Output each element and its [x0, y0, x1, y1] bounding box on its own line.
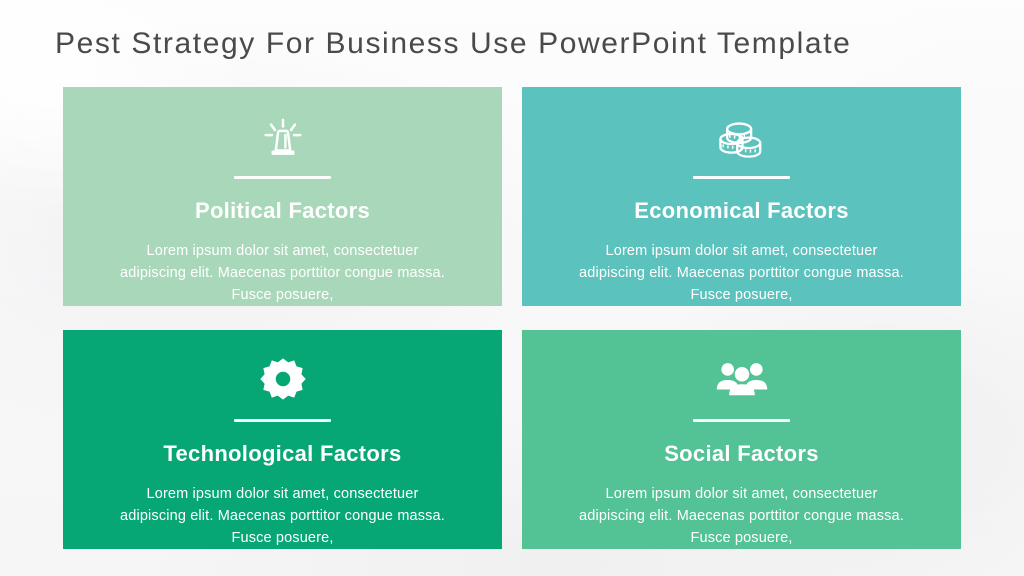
- card-body-text: Lorem ipsum dolor sit amet, consectetuer…: [120, 242, 445, 303]
- card-body-text: Lorem ipsum dolor sit amet, consectetuer…: [579, 242, 904, 303]
- card-technological-factors[interactable]: Technological Factors Lorem ipsum dolor …: [63, 330, 502, 549]
- card-economical-factors[interactable]: Economical Factors Lorem ipsum dolor sit…: [522, 87, 961, 306]
- card-heading: Technological Factors: [163, 440, 402, 466]
- pest-cards-grid: Political Factors Lorem ipsum dolor sit …: [63, 87, 961, 549]
- card-body-text: Lorem ipsum dolor sit amet, consectetuer…: [579, 485, 904, 546]
- card-divider: [234, 418, 331, 422]
- card-heading: Economical Factors: [634, 197, 849, 223]
- people-group-icon: [715, 352, 769, 407]
- card-heading: Social Factors: [664, 440, 819, 466]
- card-divider: [693, 418, 790, 422]
- card-social-factors[interactable]: Social Factors Lorem ipsum dolor sit ame…: [522, 330, 961, 549]
- gear-icon: [259, 352, 306, 407]
- card-heading: Political Factors: [194, 197, 371, 223]
- coins-icon: [717, 109, 767, 170]
- page-title: Pest Strategy For Business Use PowerPoin…: [55, 27, 852, 60]
- card-divider: [234, 175, 331, 179]
- siren-icon: [260, 109, 306, 170]
- card-divider: [693, 175, 790, 179]
- card-body-text: Lorem ipsum dolor sit amet, consectetuer…: [120, 485, 445, 546]
- card-political-factors[interactable]: Political Factors Lorem ipsum dolor sit …: [63, 87, 502, 306]
